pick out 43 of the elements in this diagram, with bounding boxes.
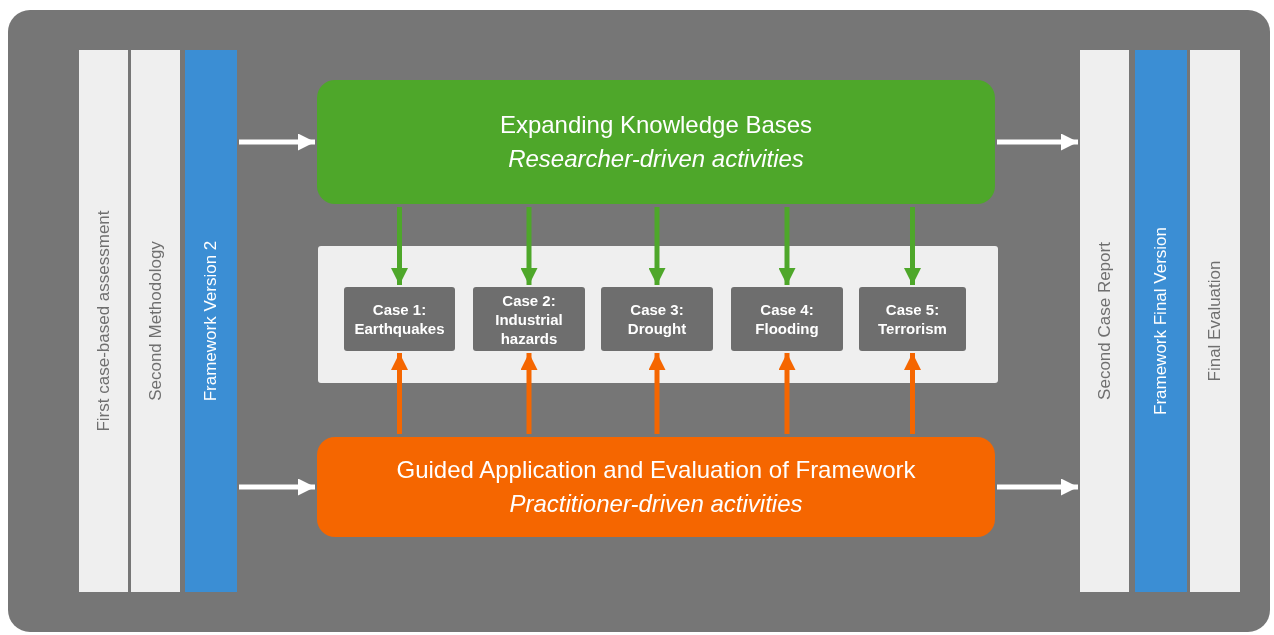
activity-box bbox=[317, 80, 995, 204]
case-box bbox=[344, 287, 455, 351]
stage-label: Framework Version 2 bbox=[201, 240, 221, 402]
arrow bbox=[239, 478, 315, 496]
arrow bbox=[648, 353, 666, 434]
arrow bbox=[904, 353, 921, 434]
arrow bbox=[778, 353, 796, 434]
arrow bbox=[648, 207, 666, 285]
arrow bbox=[997, 133, 1078, 151]
activity-box bbox=[317, 437, 995, 537]
arrow bbox=[239, 133, 315, 151]
case-box bbox=[731, 287, 843, 351]
case-label: Case 4: Flooding bbox=[754, 300, 820, 338]
arrow bbox=[520, 207, 538, 285]
stage-label: Second Methodology bbox=[145, 241, 166, 401]
case-label: Case 5: Terrorism bbox=[877, 300, 948, 338]
stage-label: Second Case Report bbox=[1094, 242, 1115, 400]
stage-label: First case-based assessment bbox=[93, 210, 114, 432]
case-label: Case 2: Industrial hazards bbox=[494, 290, 564, 348]
stage-bar bbox=[131, 50, 180, 592]
activity-title: Expanding Knowledge Bases bbox=[499, 110, 813, 140]
arrow bbox=[997, 478, 1078, 496]
arrow bbox=[520, 353, 538, 434]
stage-bar bbox=[1080, 50, 1129, 592]
activity-title: Guided Application and Evaluation of Framework bbox=[396, 455, 916, 485]
stage-bar bbox=[185, 50, 237, 592]
arrow bbox=[778, 207, 796, 285]
stage-label: Final Evaluation bbox=[1205, 260, 1225, 382]
activity-subtitle: Practitioner-driven activities bbox=[509, 489, 803, 519]
arrow bbox=[904, 207, 921, 285]
stage-label: Framework Final Version bbox=[1151, 227, 1171, 415]
case-label: Case 1: Earthquakes bbox=[353, 300, 446, 338]
stage-bar bbox=[1135, 50, 1187, 592]
case-panel bbox=[318, 246, 998, 383]
case-box bbox=[473, 287, 585, 351]
arrow bbox=[391, 207, 408, 285]
stage-bar bbox=[79, 50, 128, 592]
case-box bbox=[601, 287, 713, 351]
activity-subtitle: Researcher-driven activities bbox=[508, 144, 804, 174]
stage-bar bbox=[1190, 50, 1240, 592]
arrow bbox=[391, 353, 408, 434]
case-label: Case 3: Drought bbox=[626, 300, 688, 338]
case-box bbox=[859, 287, 966, 351]
